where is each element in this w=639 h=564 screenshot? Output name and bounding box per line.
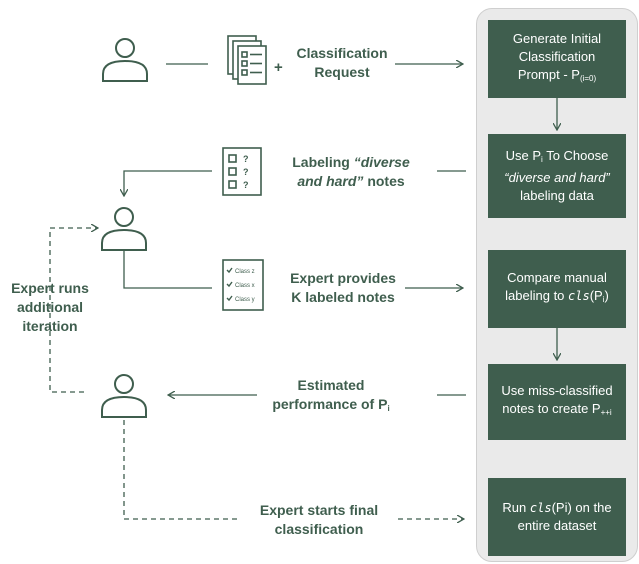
box-compare-manual-labeling: Compare manual labeling to cls(Pi)	[488, 250, 626, 328]
question-mark: ?	[243, 167, 249, 177]
label-expert-final: Expert starts final classification	[259, 502, 379, 537]
person-icon	[101, 207, 147, 251]
person-icon	[102, 38, 148, 82]
box-create-next-prompt: Use miss-classified notes to create P++i	[488, 364, 626, 440]
label-classification-request: Classification Request	[296, 45, 388, 80]
final-dashed-path	[123, 420, 238, 520]
box-generate-initial-prompt: Generate Initial Classification Prompt -…	[488, 20, 626, 98]
box-choose-labeling-data: Use Pi To Choose “diverse and hard” labe…	[488, 134, 626, 218]
question-mark: ?	[243, 180, 249, 190]
class-label: Class z	[235, 269, 255, 275]
documents-icon	[227, 35, 267, 85]
checklist-icon: ? ? ?	[222, 147, 262, 196]
label-expert-runs-iteration: Expert runs additional iteration	[11, 280, 89, 334]
class-label: Class y	[235, 297, 255, 303]
question-mark: ?	[243, 154, 249, 164]
label-labeling-notes: Labeling “diverse and hard” notes	[292, 154, 410, 189]
line-expert-to-notes	[123, 250, 212, 289]
plus-sign: +	[274, 59, 283, 76]
label-expert-provides: Expert provides K labeled notes	[290, 270, 396, 305]
person-icon	[101, 374, 147, 418]
arrow-checklist-to-expert	[124, 170, 212, 196]
labeled-notes-icon: Class z Class x Class y	[222, 259, 264, 311]
class-label: Class x	[235, 283, 255, 289]
box-run-on-dataset: Run cls(Pi) on the entire dataset	[488, 478, 626, 556]
label-estimated-performance: Estimated performance of Pi	[272, 377, 390, 413]
